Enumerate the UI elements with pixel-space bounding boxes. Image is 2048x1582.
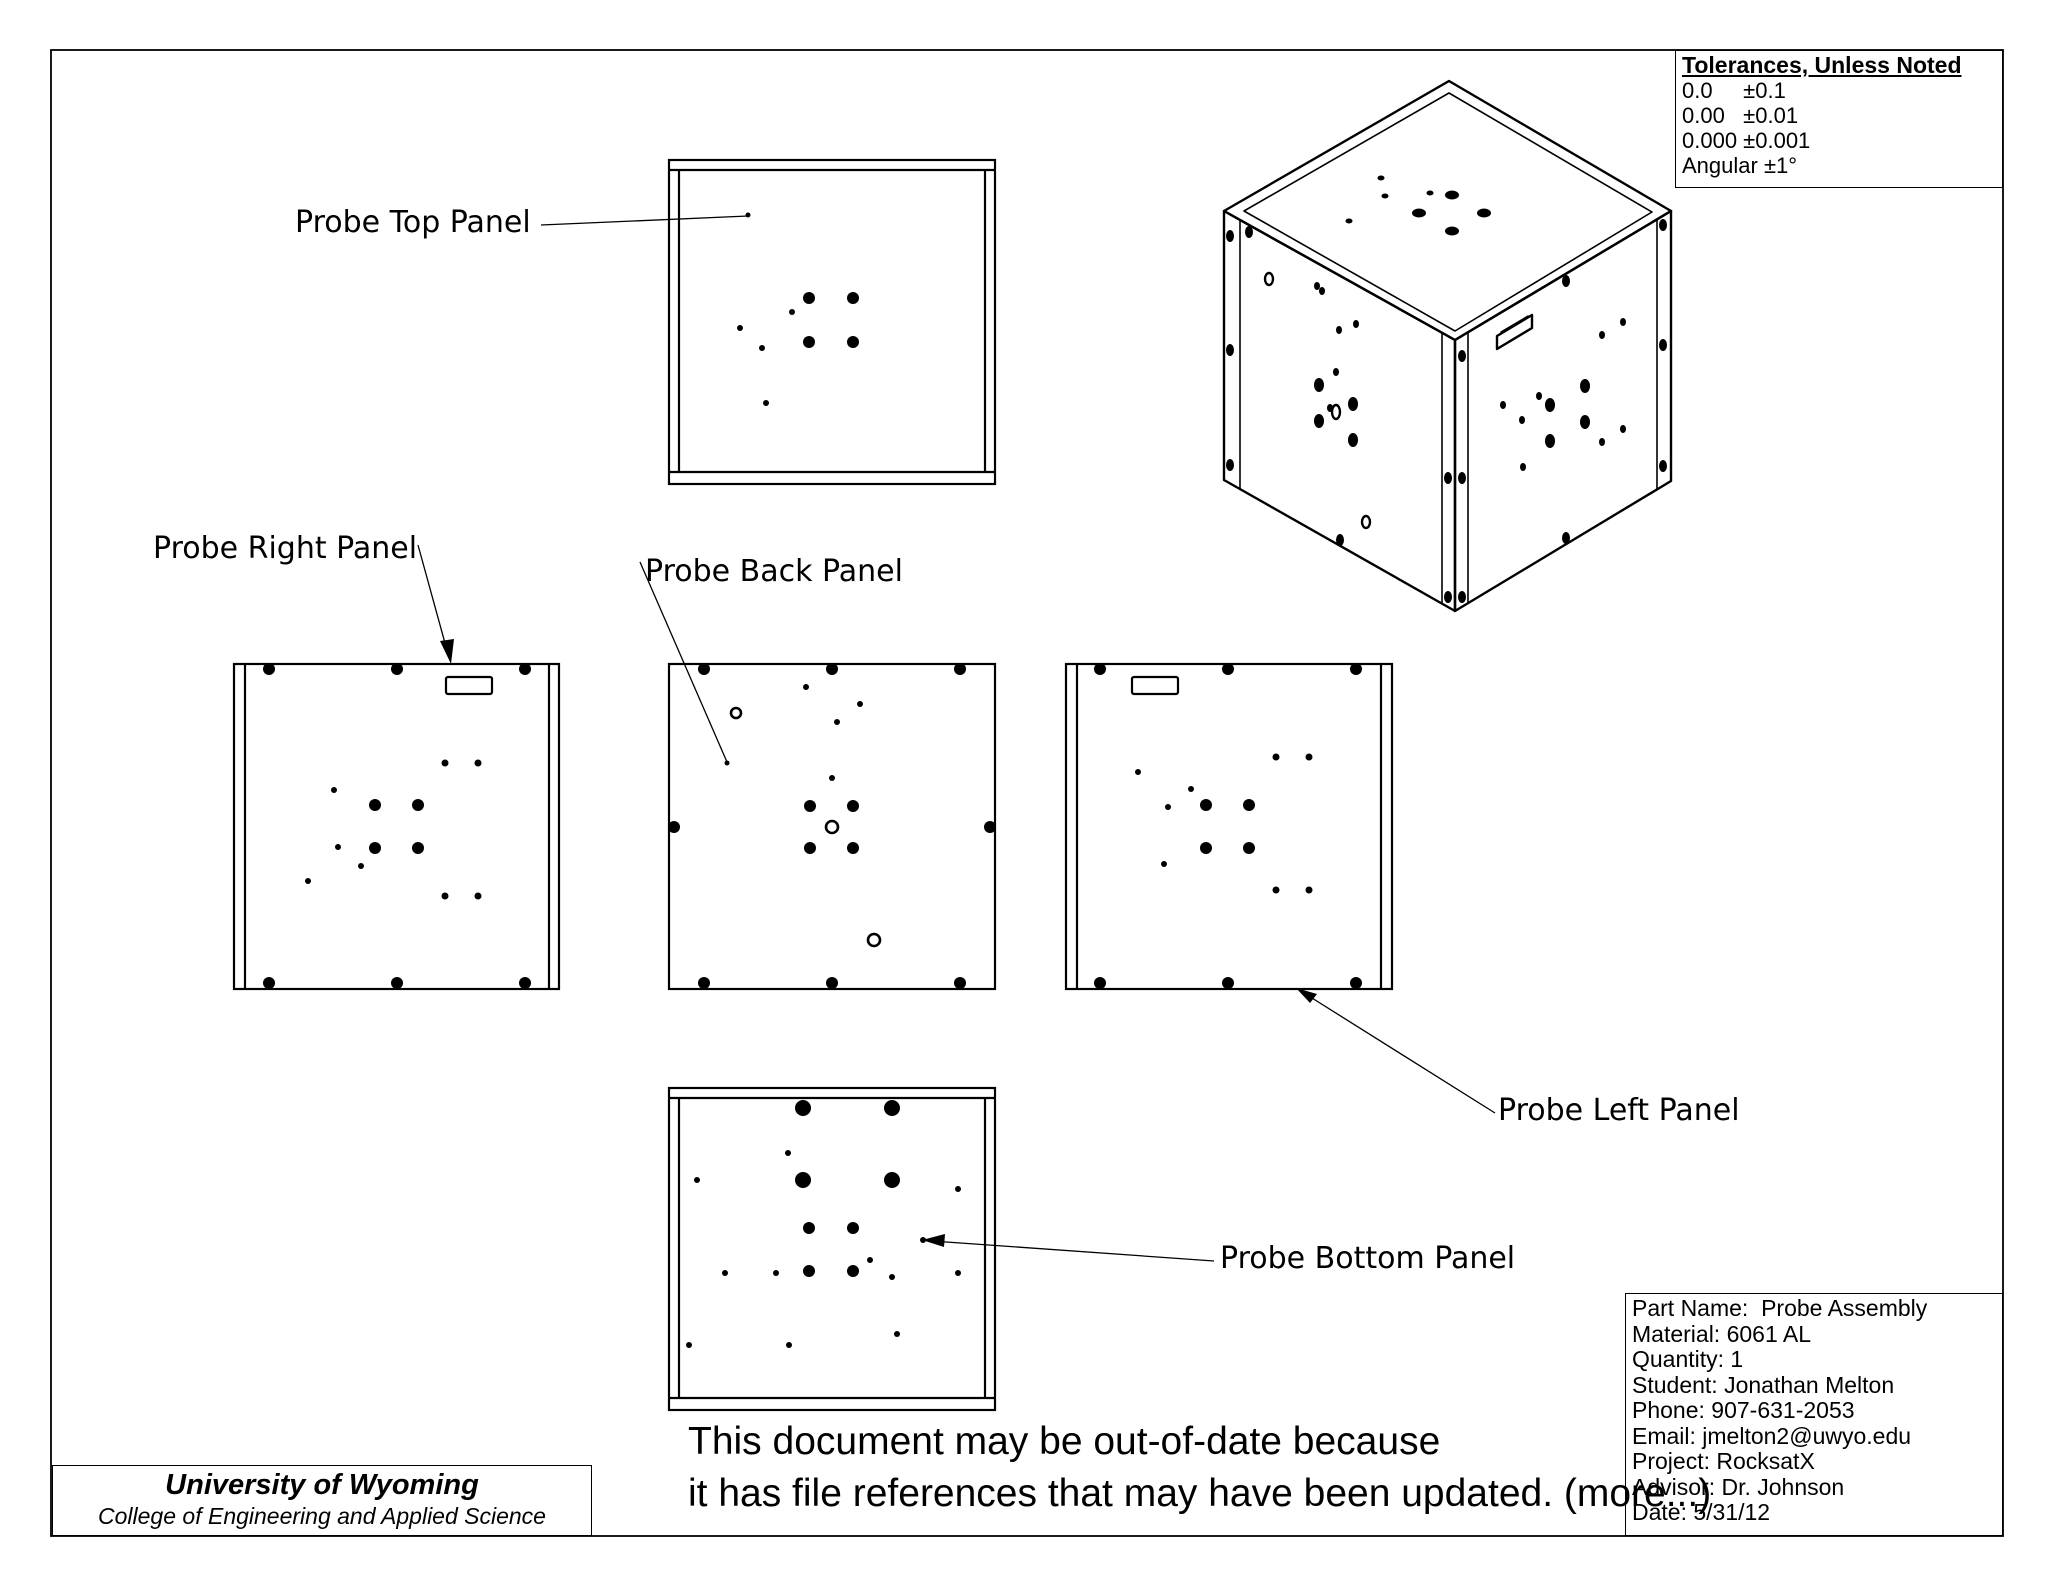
tolerance-row: Angular ±1° [1682, 153, 1798, 178]
advisor: Advisor: Dr. Johnson [1632, 1473, 1845, 1500]
left-panel-holes [1094, 663, 1362, 989]
back-panel-holes [668, 663, 996, 989]
isometric-holes [1226, 175, 1667, 603]
leader-lines [417, 215, 1496, 1262]
quantity: Quantity: 1 [1632, 1346, 1744, 1372]
warning-line-1: This document may be out-of-date because [688, 1420, 1441, 1463]
date: Date: 5/31/12 [1632, 1499, 1771, 1525]
student: Student: Jonathan Melton [1632, 1371, 1895, 1398]
right-panel-leader [417, 544, 449, 655]
bottom-panel-leader [931, 1240, 1215, 1262]
bottom-panel-view [667, 1086, 997, 1412]
tolerances-title: Tolerances, Unless Noted [1682, 52, 1962, 78]
bottom-panel-holes [686, 1100, 961, 1348]
isometric-assembly [1222, 79, 1673, 613]
top-panel-view [667, 158, 997, 486]
tolerances-block: Tolerances, Unless Noted 0.0 ±0.1 0.00 ±… [1675, 50, 2003, 188]
material: Material: 6061 AL [1632, 1320, 1812, 1347]
title-block: Part Name: Probe Assembly Material: 6061… [1625, 1293, 2003, 1536]
university-name: University of Wyoming [165, 1469, 479, 1501]
tolerance-row: 0.0 ±0.1 [1682, 78, 1786, 103]
top-panel-leader [540, 215, 749, 226]
project: Project: RocksatX [1632, 1448, 1815, 1474]
email: Email: jmelton2@uwyo.edu [1632, 1422, 1912, 1449]
phone: Phone: 907-631-2053 [1632, 1397, 1855, 1423]
label-back-panel: Probe Back Panel [645, 554, 903, 589]
warning-line-2: it has file references that may have bee… [688, 1472, 1712, 1515]
tolerance-row: 0.00 ±0.01 [1682, 103, 1799, 128]
outdated-warning[interactable]: This document may be out-of-date because… [688, 1416, 1711, 1520]
college-name: College of Engineering and Applied Scien… [98, 1503, 546, 1529]
top-panel-holes [737, 212, 859, 406]
right-panel-view [232, 662, 561, 991]
part-name: Part Name: Probe Assembly [1632, 1295, 1928, 1321]
left-panel-leader [1303, 992, 1496, 1114]
left-panel-view [1064, 662, 1394, 991]
back-panel-leader [639, 561, 728, 763]
right-panel-holes [263, 663, 531, 989]
sheet-border [50, 49, 2004, 1537]
label-top-panel: Probe Top Panel [295, 205, 531, 240]
leader-arrowheads [440, 639, 1317, 1247]
back-panel-view [667, 662, 997, 991]
university-block: University of Wyoming College of Enginee… [52, 1465, 592, 1536]
label-bottom-panel: Probe Bottom Panel [1220, 1241, 1516, 1276]
tolerance-row: 0.000 ±0.001 [1682, 128, 1811, 153]
label-left-panel: Probe Left Panel [1498, 1093, 1740, 1128]
label-right-panel: Probe Right Panel [153, 531, 418, 566]
